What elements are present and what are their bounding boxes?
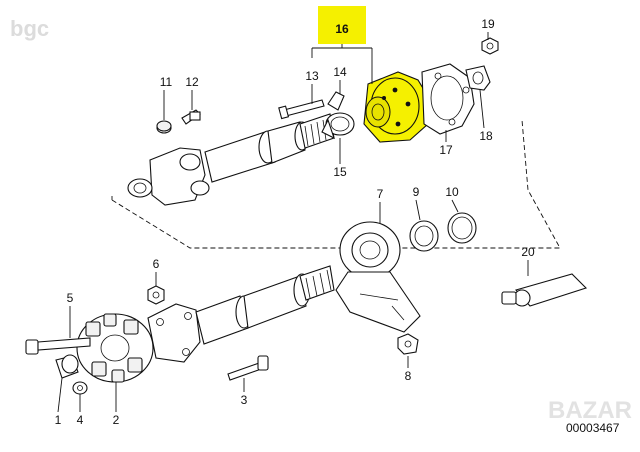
watermark-bottom: BAZAR [548, 397, 632, 424]
label-10: 10 [445, 185, 459, 199]
label-17: 17 [439, 143, 453, 157]
label-16: 16 [335, 22, 349, 36]
label-5: 5 [67, 291, 74, 305]
label-13: 13 [305, 69, 319, 83]
rear-propshaft [147, 265, 335, 363]
leader-1 [57, 377, 63, 413]
label-8: 8 [405, 369, 412, 383]
label-20: 20 [521, 245, 535, 259]
label-2: 2 [113, 413, 120, 427]
leader-16 [311, 44, 373, 84]
front-propshaft [127, 113, 335, 206]
bolt-5 [25, 337, 91, 355]
clip-18 [465, 65, 491, 91]
sleeve-1 [55, 354, 79, 379]
bolt-11 [156, 120, 172, 134]
bolt-12 [181, 109, 201, 125]
label-7: 7 [377, 187, 384, 201]
ring-9 [409, 220, 439, 252]
label-15: 15 [333, 165, 347, 179]
flex-disc-17 [421, 63, 475, 135]
nut-4 [72, 381, 88, 395]
watermark-top: bgc [10, 16, 49, 41]
label-14: 14 [333, 65, 347, 79]
label-12: 12 [185, 75, 199, 89]
bolt-13 [278, 99, 325, 120]
label-1: 1 [55, 413, 62, 427]
leader-18 [479, 89, 485, 129]
leader-9 [415, 199, 421, 221]
label-18: 18 [479, 129, 493, 143]
grease-tube-20 [501, 273, 588, 307]
label-19: 19 [481, 17, 495, 31]
clamp-14 [321, 91, 355, 140]
doc-number: 00003467 [566, 421, 620, 435]
label-4: 4 [77, 413, 84, 427]
label-11: 11 [160, 75, 173, 89]
bolt-3 [227, 355, 269, 381]
label-9: 9 [413, 185, 420, 199]
center-bearing-7 [335, 221, 421, 333]
leader-10 [451, 199, 459, 213]
flex-joint-2 [76, 313, 154, 383]
highlight-box [318, 6, 366, 44]
label-3: 3 [241, 393, 248, 407]
label-6: 6 [153, 257, 160, 271]
ring-10 [447, 212, 477, 244]
nut-19 [481, 37, 499, 55]
centering-coupling-16 [363, 71, 431, 143]
nut-6 [147, 285, 165, 305]
nut-8 [397, 333, 419, 355]
